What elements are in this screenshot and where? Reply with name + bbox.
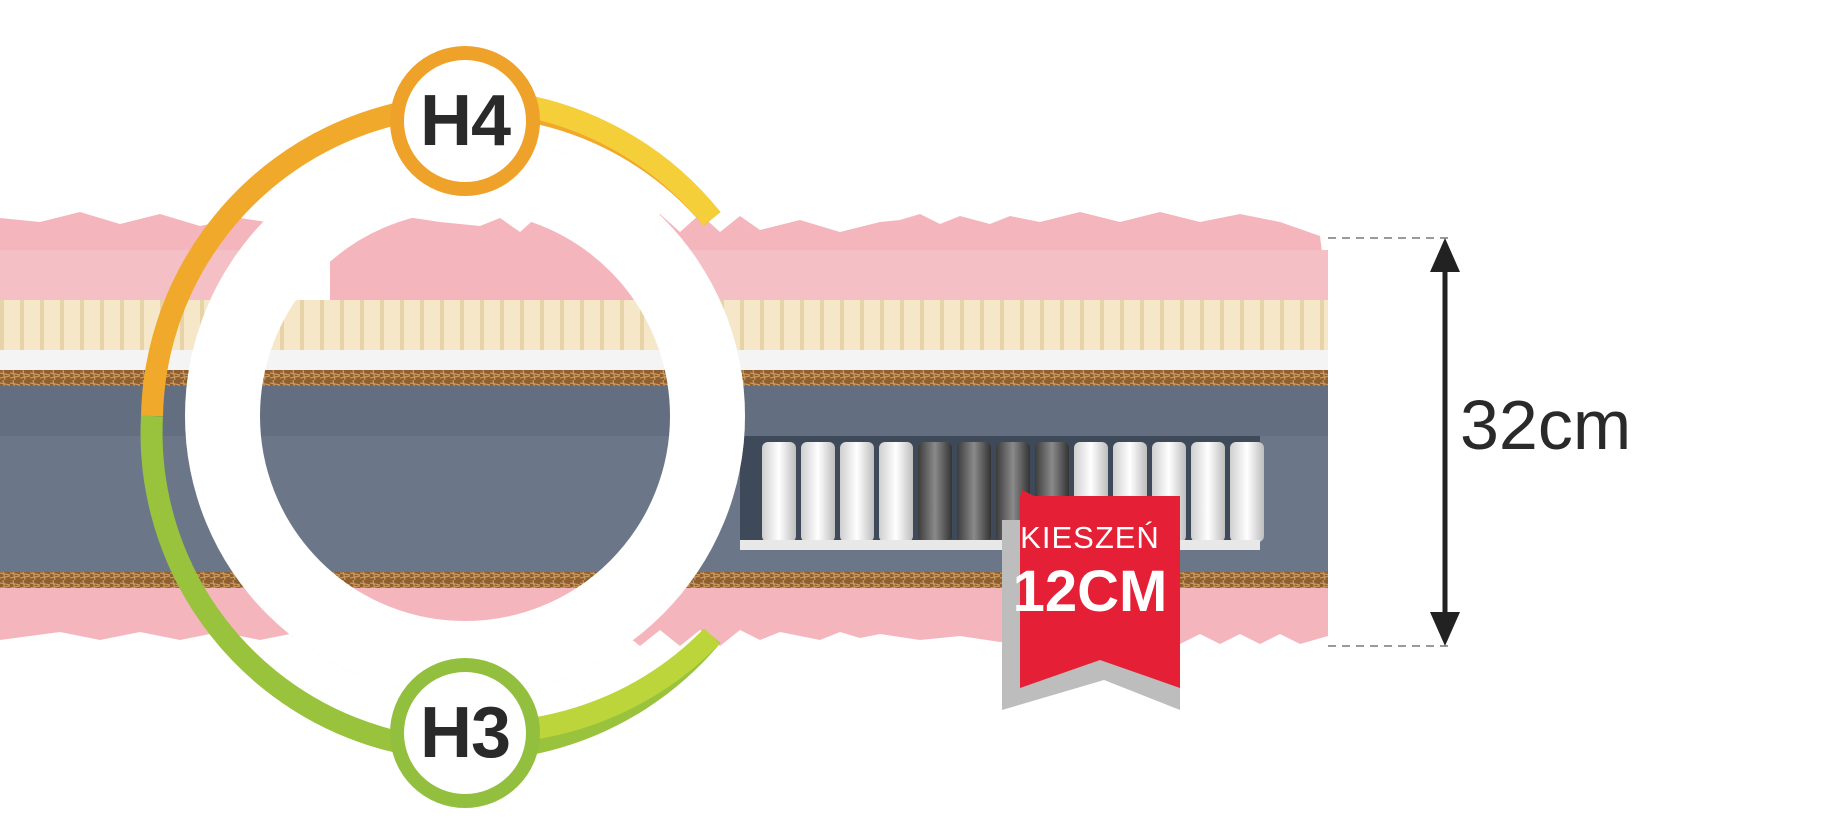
pocket-spring (1191, 442, 1225, 542)
ribbon-line2: 12CM (1012, 559, 1168, 624)
height-label: 32cm (1460, 386, 1632, 464)
ribbon-line1: KIESZEŃ (1020, 520, 1160, 555)
height-dimension (1328, 237, 1460, 647)
pocket-spring (918, 442, 952, 542)
pocket-spring (1230, 442, 1264, 542)
cutaway-window (185, 136, 745, 696)
pocket-ribbon (1002, 490, 1180, 710)
pocket-spring (762, 442, 796, 542)
firmness-h3-badge: H3 (390, 658, 540, 808)
pocket-spring (879, 442, 913, 542)
pocket-spring (957, 442, 991, 542)
pocket-spring (801, 442, 835, 542)
firmness-h4-badge: H4 (390, 46, 540, 196)
arrow-down-icon (1430, 612, 1460, 646)
firmness-h3-label: H3 (419, 693, 511, 773)
pocket-spring (840, 442, 874, 542)
firmness-h4-label: H4 (419, 81, 511, 161)
pocket-ribbon-text: KIESZEŃ 12CM (1010, 520, 1170, 622)
arrow-up-icon (1430, 238, 1460, 272)
